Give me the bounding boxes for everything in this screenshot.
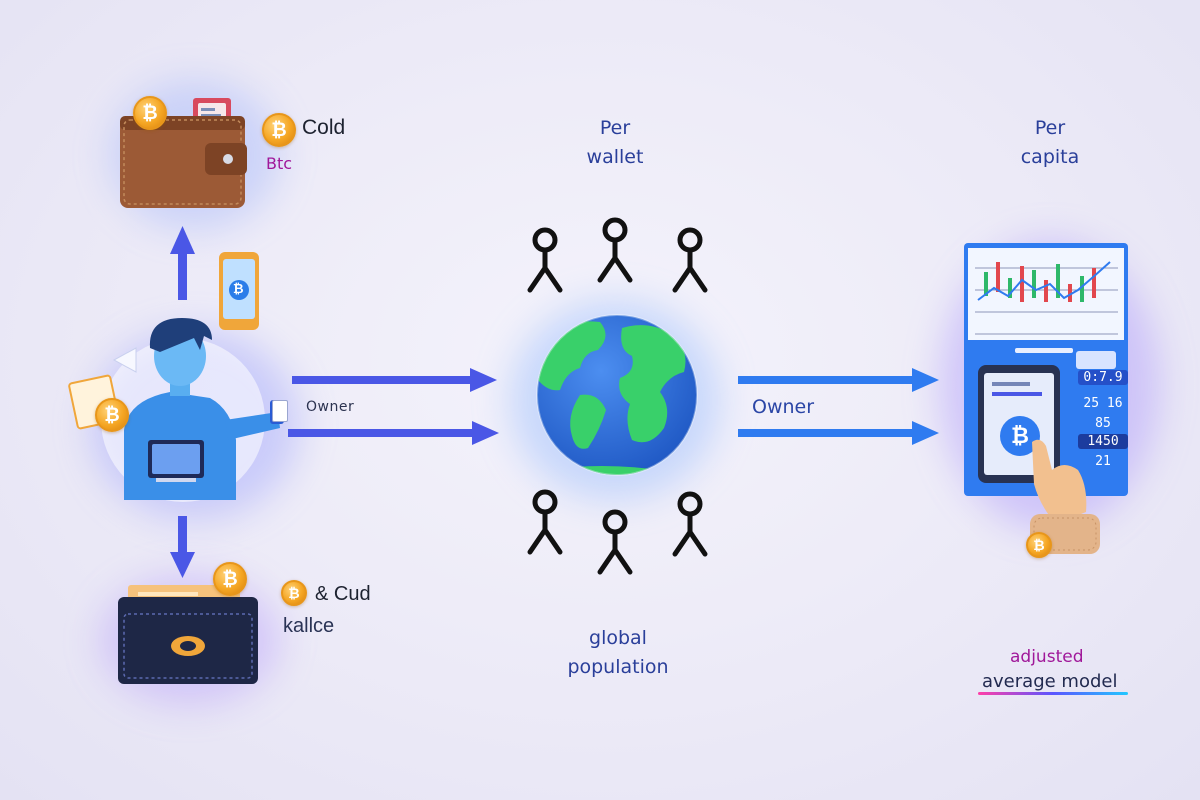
bitcoin-coin-icon: ₿ (213, 562, 247, 596)
label-owner-left: Owner (306, 399, 355, 415)
stick-figure-icon (527, 217, 708, 575)
bitcoin-coin-icon: ₿ (95, 398, 129, 432)
small-card-icon (272, 400, 288, 422)
global-line1: global (589, 627, 647, 649)
bitcoin-coin-icon: ₿ (262, 113, 296, 147)
bitcoin-coin-icon: ₿ (133, 96, 167, 130)
label-global-population: global population (548, 624, 688, 682)
per-capita-line2: capita (1020, 146, 1080, 168)
ticker-value: 21 (1095, 454, 1111, 469)
label-cold: Cold (302, 116, 346, 139)
label-per-wallet: Per wallet (560, 114, 670, 172)
ticker-value: 0:7.9 (1078, 370, 1128, 385)
average-model-underline (978, 692, 1128, 695)
ticker-value: 85 (1095, 416, 1111, 431)
label-btc: Btc (266, 154, 293, 173)
label-kallce: kallce (283, 615, 335, 637)
global-line2: population (567, 656, 669, 678)
per-wallet-line1: Per (599, 117, 631, 139)
per-wallet-line2: wallet (586, 146, 644, 168)
ticker-value: 1450 (1078, 434, 1128, 449)
label-owner-right: Owner (752, 396, 815, 418)
bitcoin-coin-icon: ₿ (281, 580, 307, 606)
label-cud: & Cud (315, 583, 371, 605)
bitcoin-coin-icon: ₿ (1026, 532, 1052, 558)
label-per-capita: Per capita (995, 114, 1105, 172)
per-capita-line1: Per (1034, 117, 1066, 139)
ticker-value: 25 16 (1083, 396, 1123, 411)
tablet-bitcoin-symbol: ₿ (1011, 424, 1029, 449)
label-average-model: average model (982, 671, 1118, 692)
bitcoin-symbol: ₿ (233, 282, 244, 297)
label-adjusted: adjusted (1010, 647, 1084, 667)
